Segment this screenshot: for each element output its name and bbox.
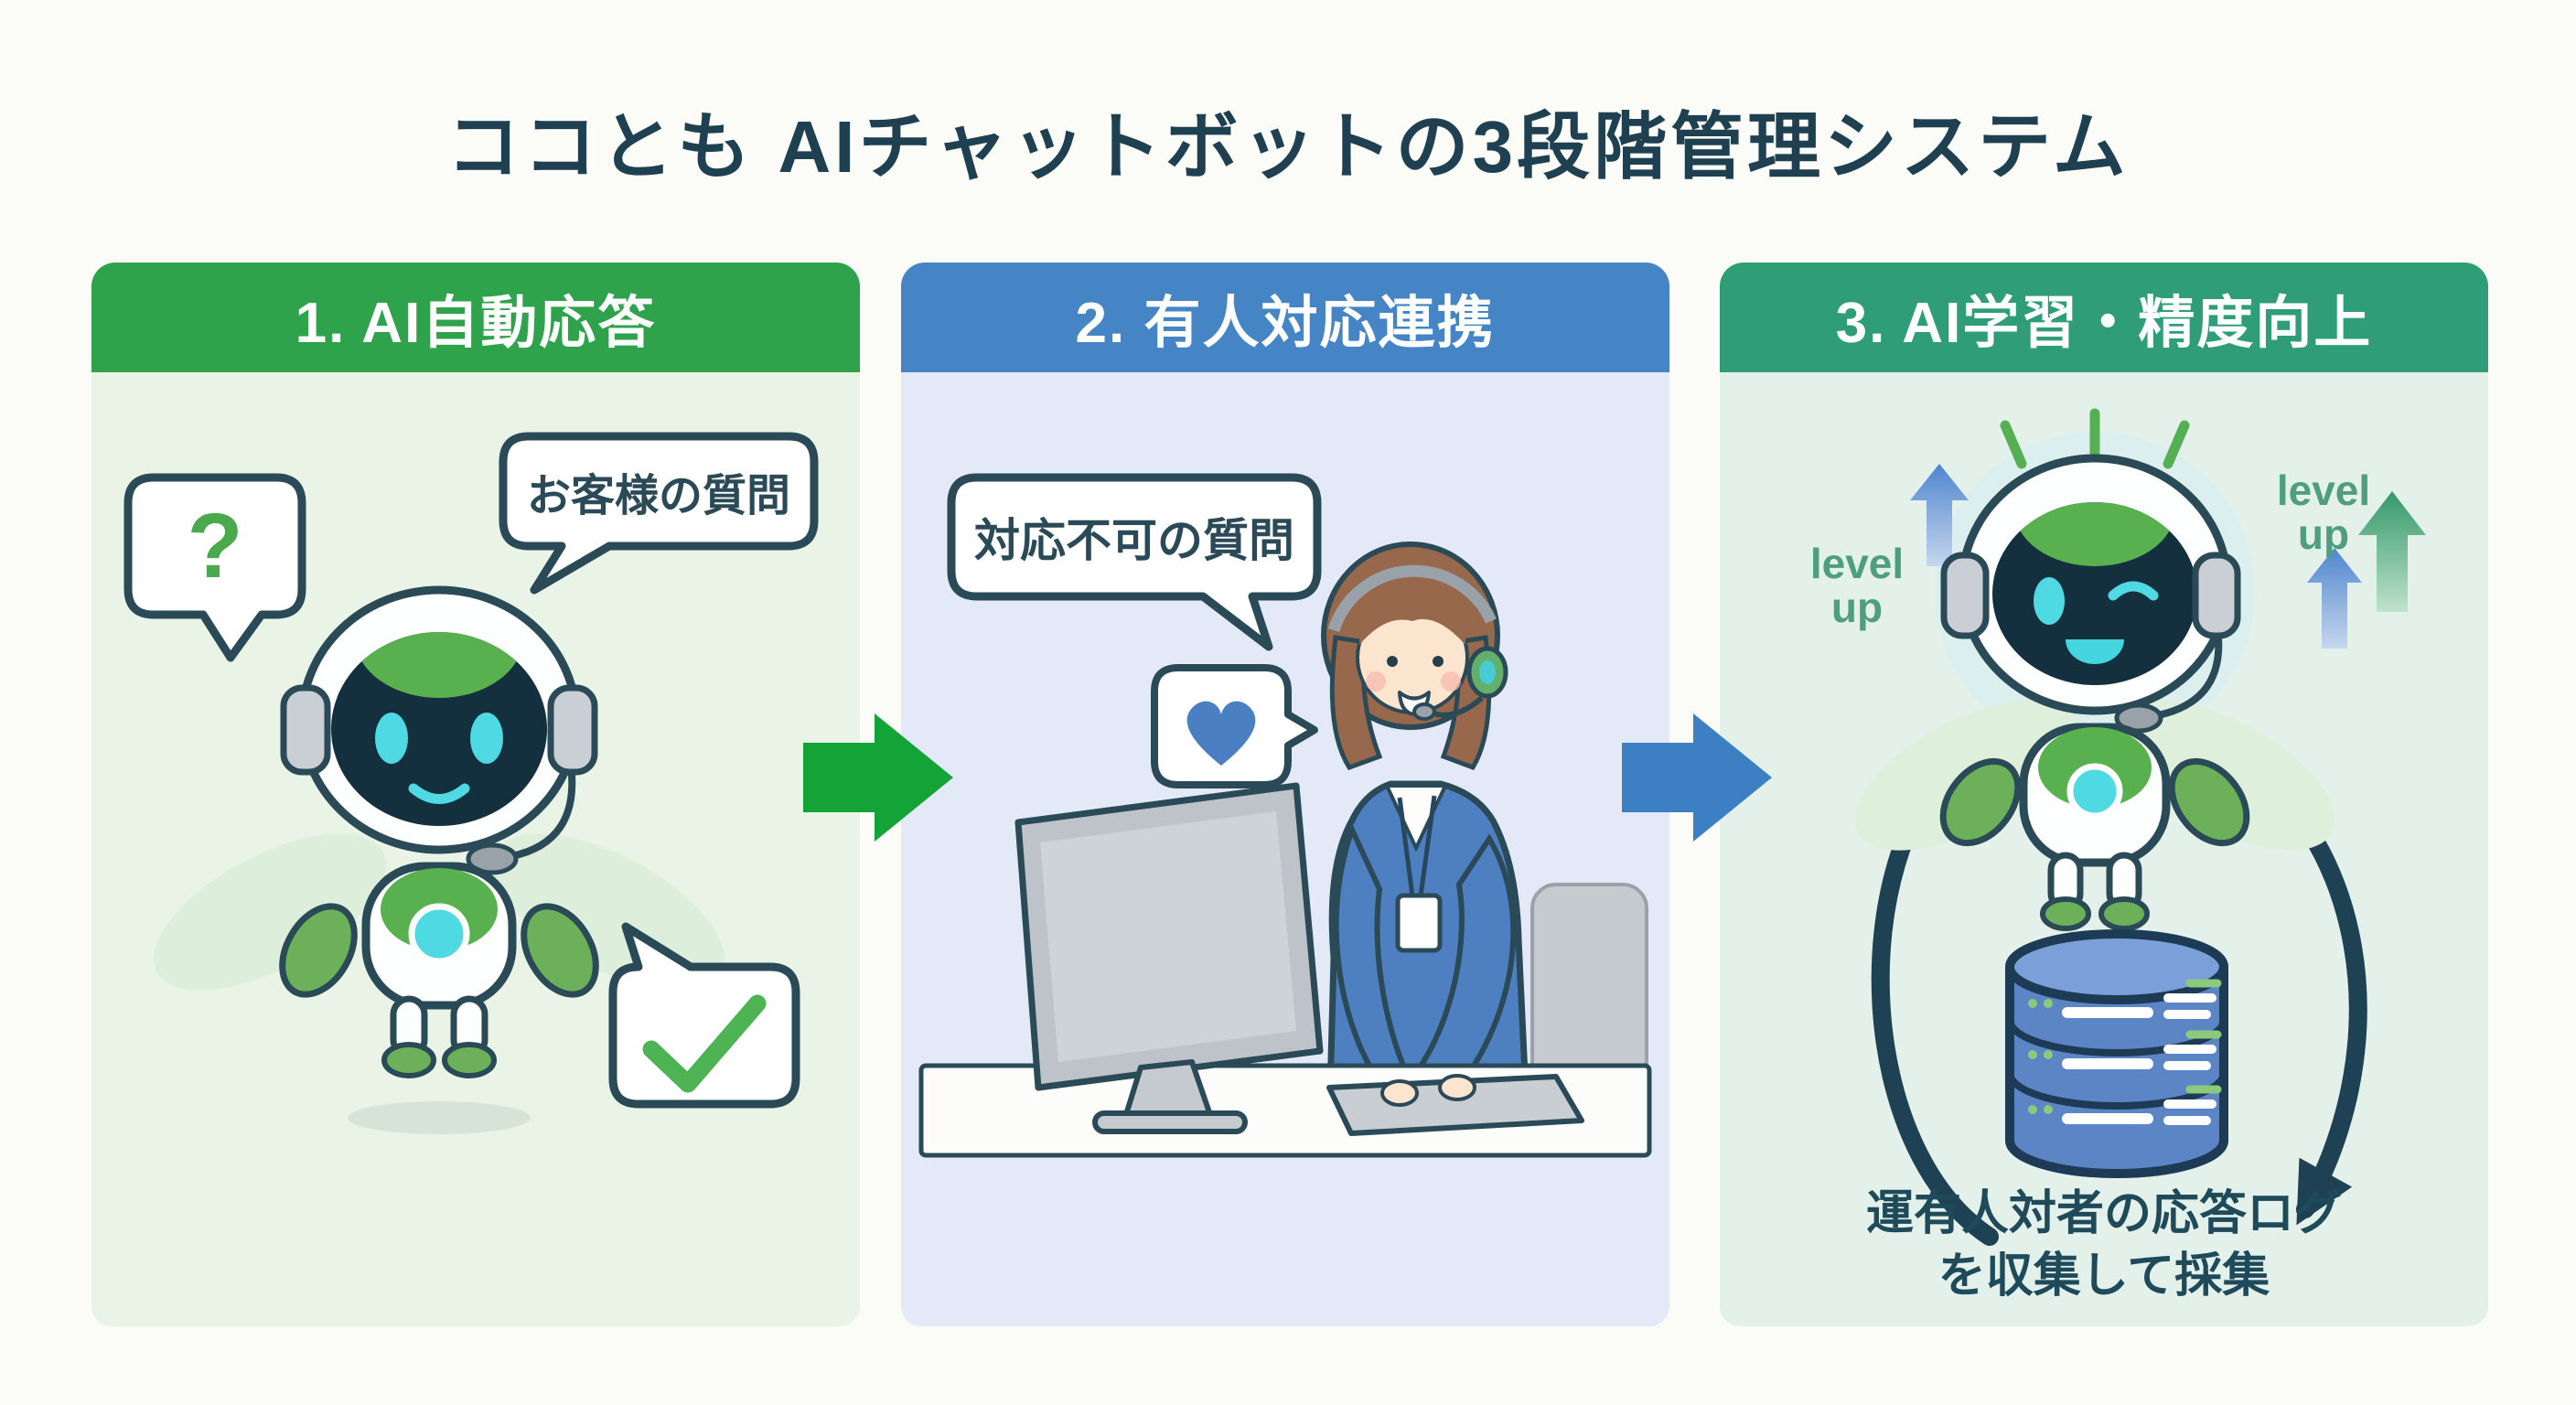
ai-learning-illustration [1854,408,2426,1246]
level-up-label-right: level up [2276,466,2371,558]
operator-figure [1321,542,1530,1104]
level-up-arrow-blue-right [2307,548,2362,649]
monitor [1014,782,1324,1134]
response-log-caption: 運有人対者の応答ログ を収集して採集 [1865,1187,2342,1303]
stage-panel-2: 2. 有人対応連携 [901,263,1669,1326]
mascot-foot [2040,896,2091,931]
stage-2-body: 対応不可の質問 [901,372,1669,1326]
customer-question-bubble [499,432,819,595]
unanswerable-question-label: 対応不可の質問 [974,515,1294,566]
sparkle-icons [2000,408,2190,469]
headset-earcup [1940,552,1990,639]
question-bubble [123,473,306,662]
office-chair [1530,883,1648,1092]
stage1-to-stage2-arrow-icon [803,713,953,842]
mascot-foot [442,1042,497,1078]
headset-mic-boom [2147,637,2223,721]
level-up-arrow-blue-left [1910,464,1969,566]
mascot-core [408,903,470,965]
stage-1-header: 1. AI自動応答 [91,263,860,372]
customer-question-label: お客様の質問 [526,472,790,520]
operator-hand [1438,1074,1476,1101]
level-up-label-left: level up [1809,539,1905,631]
mascot-wink-eye [2108,581,2159,601]
stage-3-header: 3. AI学習・精度向上 [1720,263,2488,372]
stage-2-header: 2. 有人対応連携 [901,263,1669,372]
stage-1-body: ? お客様の質問 [91,372,860,1326]
operator-headset [1327,564,1497,632]
mascot-smile [408,783,470,804]
mascot-hand [279,903,358,998]
page-title: ココとも AIチャットボットの3段階管理システム [446,106,2130,188]
mascot-shadow [348,1101,531,1134]
stage-3-body: level up level up 運有人対者の応答ログ を収集して採集 [1720,372,2488,1326]
stage-panel-1: 1. AI自動応答 [91,263,860,1326]
lanyard [1397,795,1437,904]
headset-mic-boom [500,774,576,862]
learning-mascot [1939,454,2250,931]
mascot-eye [2034,577,2065,625]
mascot-hand [521,903,599,998]
headset-earcup [547,684,598,776]
chatbot-mascot [279,585,599,1078]
check-icon [642,994,767,1093]
mascot-foot [381,1042,436,1078]
headset-mic [466,842,519,875]
ai-auto-response-illustration [123,432,819,1134]
stage-panel-3: 3. AI学習・精度向上 [1720,263,2488,1326]
mascot-hand [2168,757,2250,847]
database-icon [2005,929,2228,1178]
headset-earcup [2192,552,2241,639]
level-up-arrow-green-right [2358,491,2426,612]
human-operator-illustration [918,473,1652,1158]
mascot-eye [470,713,503,764]
mascot-hand [1939,757,2022,847]
mascot-core [2066,763,2123,820]
headset-earcup [280,684,331,776]
stage2-to-stage3-arrow-icon [1622,713,1772,842]
heart-icon [1186,701,1256,766]
id-badge [1395,893,1443,953]
mascot-eye [375,713,408,764]
mascot-open-smile [2066,639,2124,664]
operator-hand [1380,1079,1419,1107]
mascot-foot [2098,896,2150,931]
question-icon: ? [187,494,243,597]
unanswerable-question-bubble [947,473,1322,651]
